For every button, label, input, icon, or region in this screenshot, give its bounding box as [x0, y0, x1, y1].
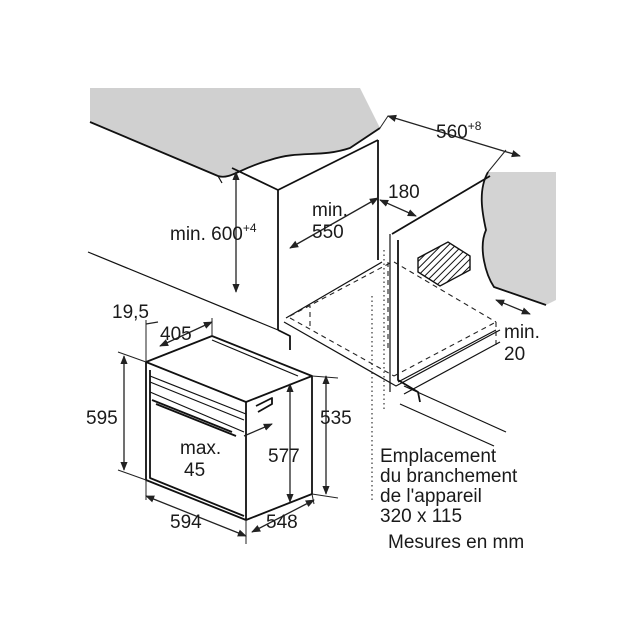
dimension-lines	[117, 114, 531, 544]
dimension-labels: 560+8 min. 600+4 min. 550 180 min. 20 19…	[86, 119, 540, 533]
label-bottom-gap-1: min.	[504, 322, 540, 343]
note-units: Mesures en mm	[388, 532, 524, 553]
note-connection-4: 320 x 115	[380, 506, 462, 527]
floor-lines	[87, 251, 507, 447]
hidden-contour	[289, 250, 497, 500]
connection-note: Emplacement du branchement de l'appareil…	[380, 446, 524, 553]
connection-box	[417, 241, 471, 287]
oven	[145, 335, 313, 521]
label-inner-depth-2: 550	[312, 222, 344, 243]
label-niche-depth: 560+8	[436, 119, 482, 143]
label-max-door-2: 45	[184, 460, 205, 481]
label-oven-body-height: 577	[268, 446, 300, 467]
label-oven-height: 595	[86, 408, 118, 429]
label-front-offset: 19,5	[112, 302, 149, 323]
label-oven-inner-height: 535	[320, 408, 352, 429]
label-door-offset: 405	[160, 324, 192, 345]
label-niche-height: min. 600+4	[170, 221, 257, 245]
label-rear-gap: 180	[388, 182, 420, 203]
note-connection-1: Emplacement	[380, 446, 497, 467]
label-oven-width: 594	[170, 512, 202, 533]
label-oven-depth: 548	[266, 512, 298, 533]
label-max-door-1: max.	[180, 438, 221, 459]
note-connection-3: de l'appareil	[380, 486, 482, 507]
note-connection-2: du branchement	[380, 466, 518, 487]
worktop	[89, 88, 381, 184]
wall	[480, 171, 556, 306]
label-inner-depth-1: min.	[312, 200, 348, 221]
label-bottom-gap-2: 20	[504, 344, 525, 365]
